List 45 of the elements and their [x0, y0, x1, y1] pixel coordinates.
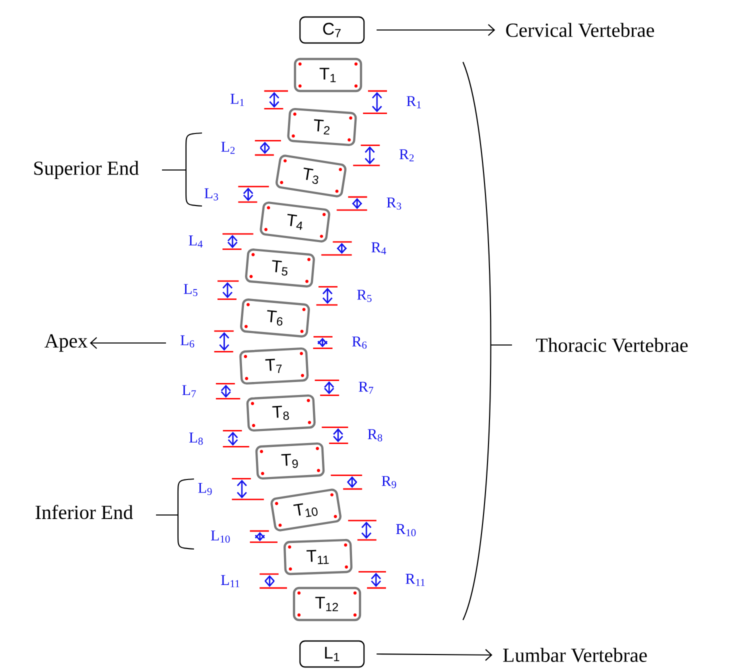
- region-label: Superior End: [34, 160, 139, 180]
- vertebra-box: T$_{7}$: [239, 347, 309, 385]
- distance-label: R$_{6}$: [352, 336, 367, 349]
- distance-label: R$_{9}$: [382, 476, 396, 488]
- vertebra-box: L$_{1}$: [299, 640, 365, 668]
- region-label: Cervical Vertebrae: [506, 22, 654, 38]
- distance-label: R$_{3}$: [386, 198, 402, 210]
- vertebra-box: T$_{3}$: [276, 154, 346, 198]
- vertebra-box: T$_{1}$: [294, 58, 362, 92]
- vertebra-box: T$_{2}$: [287, 108, 357, 146]
- region-label: Inferior End: [36, 504, 133, 520]
- distance-label: R$_{8}$: [368, 429, 382, 442]
- vertebra-box: C$_{7}$: [299, 16, 365, 44]
- vertebra-box: T$_{12}$: [292, 586, 362, 622]
- vertebra-box: T$_{6}$: [240, 298, 310, 338]
- vertebra-box: T$_{10}$: [270, 488, 342, 532]
- distance-label: R$_{4}$: [371, 242, 386, 254]
- distance-label: R$_{2}$: [399, 149, 414, 162]
- vertebra-box: T$_{11}$: [284, 538, 352, 576]
- distance-label: L$_{7}$: [182, 385, 196, 398]
- distance-label: R$_{11}$: [406, 574, 425, 586]
- region-label: Thoracic Vertebrae: [536, 338, 688, 352]
- distance-label: L$_{10}$: [210, 530, 230, 543]
- distance-label: R$_{1}$: [406, 96, 421, 108]
- region-label: Apex: [44, 334, 88, 352]
- distance-label: L$_{5}$: [184, 284, 198, 296]
- vertebra-box: T$_{5}$: [245, 248, 315, 288]
- distance-label: R$_{10}$: [396, 524, 416, 536]
- distance-label: R$_{7}$: [358, 382, 374, 394]
- distance-label: L$_{6}$: [180, 335, 194, 348]
- distance-label: L$_{8}$: [189, 432, 203, 445]
- distance-label: L$_{4}$: [188, 236, 203, 248]
- distance-label: L$_{3}$: [204, 188, 218, 200]
- distance-label: L$_{11}$: [221, 575, 240, 588]
- distance-label: L$_{2}$: [221, 142, 235, 154]
- vertebra-box: T$_{4}$: [260, 202, 330, 242]
- distance-label: R$_{5}$: [357, 290, 372, 302]
- distance-label: L$_{1}$: [230, 94, 244, 106]
- arrow: [376, 649, 492, 661]
- distance-label: L$_{9}$: [198, 482, 212, 496]
- arrow: [90, 337, 166, 349]
- vertebra-box: T$_{8}$: [246, 394, 316, 432]
- vertebra-box: T$_{9}$: [255, 442, 325, 480]
- arrow: [376, 24, 496, 36]
- region-label: Lumbar Vertebrae: [503, 648, 647, 662]
